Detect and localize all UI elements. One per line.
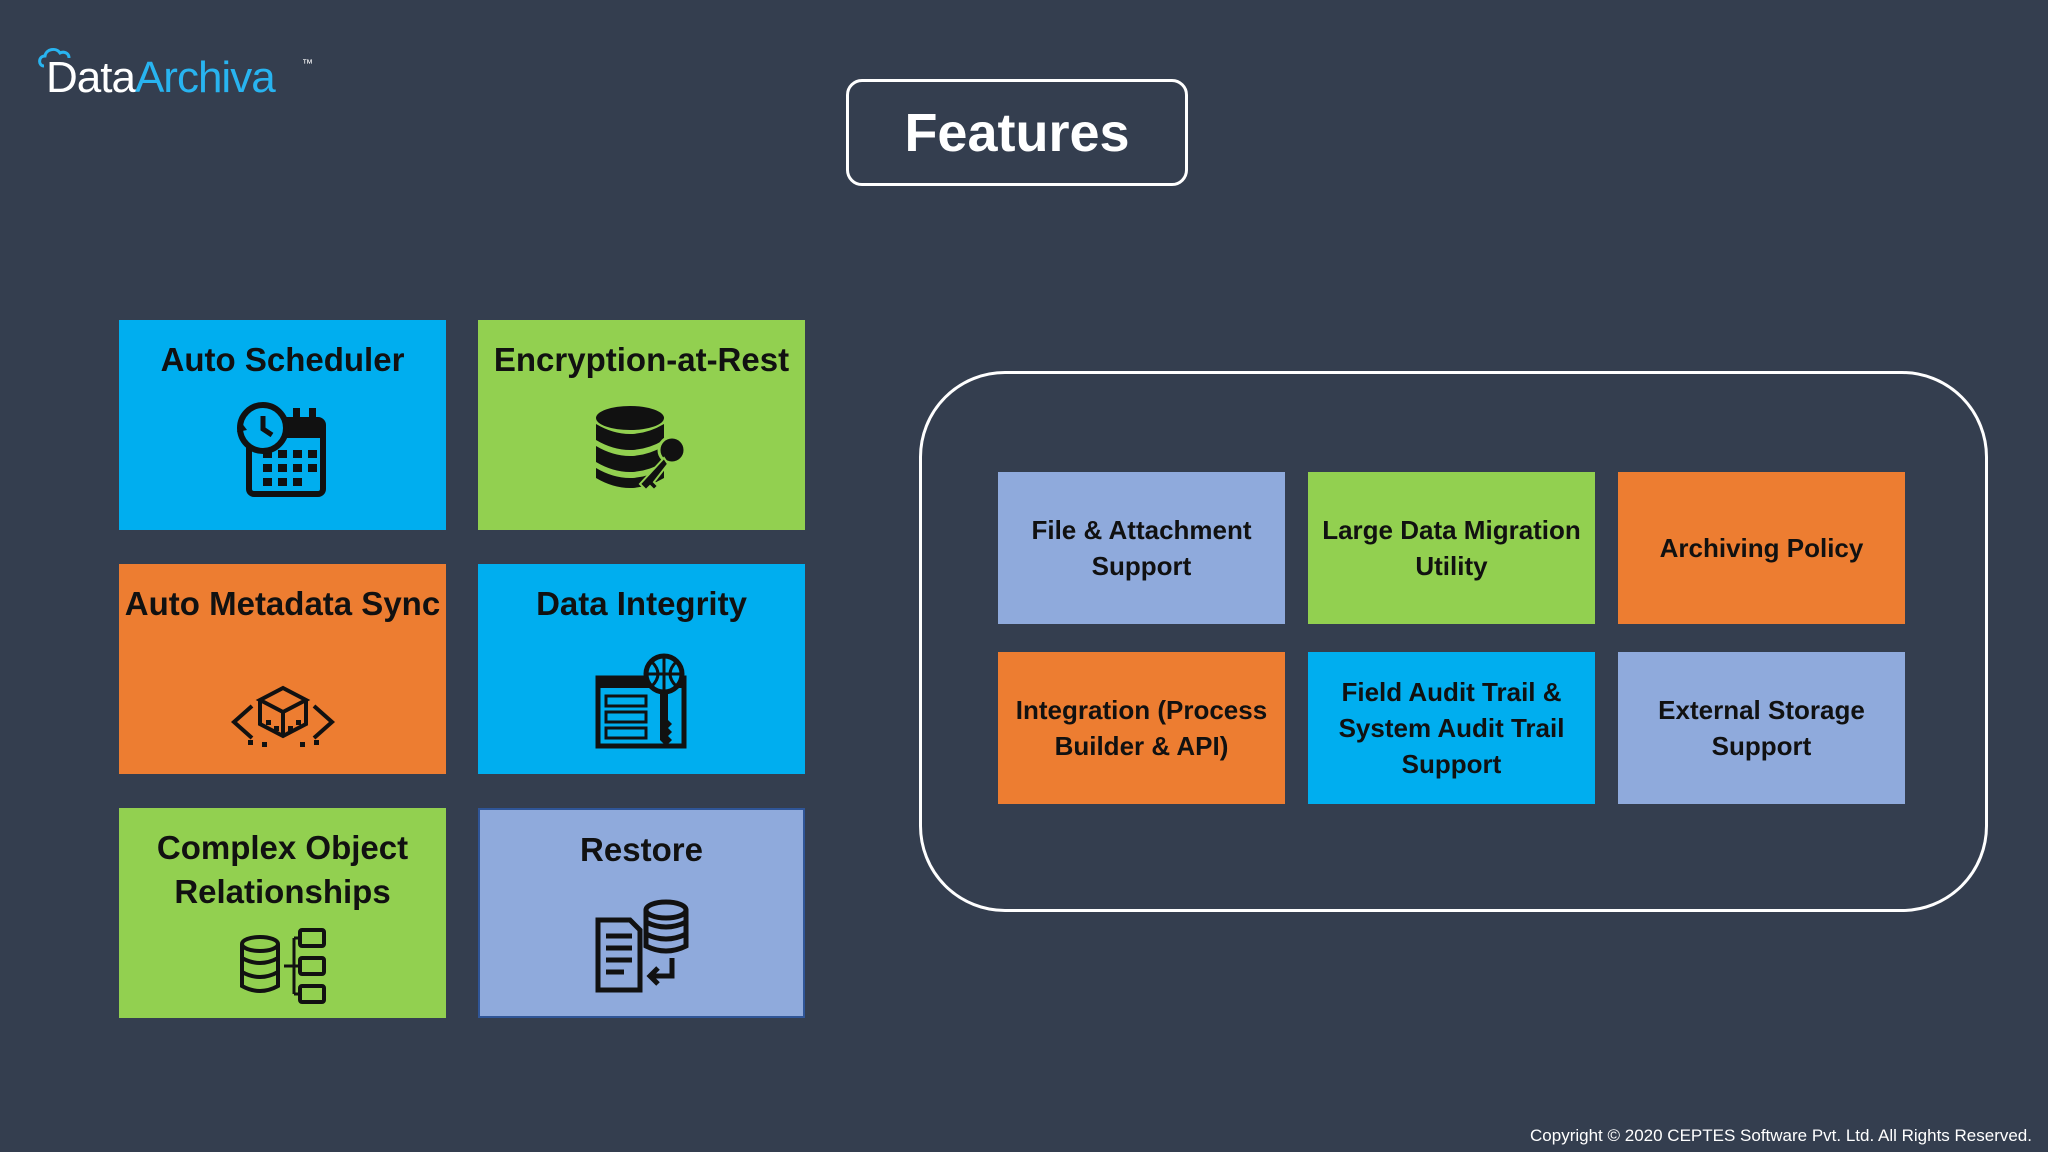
document-database-restore-icon (480, 896, 803, 996)
feature-tile-label: Auto Scheduler (160, 341, 405, 378)
trademark-symbol: ™ (302, 58, 313, 70)
feature-tile-label: Restore (580, 831, 703, 868)
feature-tile-restore: Restore (478, 808, 805, 1018)
feature-card-large-data-migration-utility: Large Data Migration Utility (1308, 472, 1595, 624)
sync-cube-icon (119, 682, 446, 752)
feature-card-archiving-policy: Archiving Policy (1618, 472, 1905, 624)
brand-name: DataArchiva (46, 53, 276, 102)
feature-card-integration: Integration (Process Builder & API) (998, 652, 1285, 804)
feature-tile-complex-object-relationships: Complex Object Relationships (119, 808, 446, 1018)
database-key-icon (478, 400, 805, 498)
feature-card-file-attachment-support: File & Attachment Support (998, 472, 1285, 624)
feature-tile-encryption-at-rest: Encryption-at-Rest (478, 320, 805, 530)
feature-tile-label: Auto Metadata Sync (124, 585, 441, 622)
feature-tile-label: Data Integrity (536, 585, 747, 622)
copyright-notice: Copyright © 2020 CEPTES Software Pvt. Lt… (1530, 1126, 2032, 1145)
feature-tile-auto-scheduler: Auto Scheduler (119, 320, 446, 530)
database-hierarchy-icon (119, 928, 446, 1004)
feature-tile-label: Complex Object Relationships (156, 829, 409, 910)
calendar-clock-icon (119, 402, 446, 500)
feature-tile-auto-metadata-sync: Auto Metadata Sync (119, 564, 446, 774)
feature-card-audit-trail-support: Field Audit Trail & System Audit Trail S… (1308, 652, 1595, 804)
page-title: Features (846, 79, 1188, 186)
features-panel (919, 371, 1988, 912)
feature-tile-label: Encryption-at-Rest (493, 341, 790, 378)
feature-card-external-storage-support: External Storage Support (1618, 652, 1905, 804)
cloud-icon (38, 47, 71, 68)
browser-key-globe-icon (478, 652, 805, 752)
feature-tile-data-integrity: Data Integrity (478, 564, 805, 774)
